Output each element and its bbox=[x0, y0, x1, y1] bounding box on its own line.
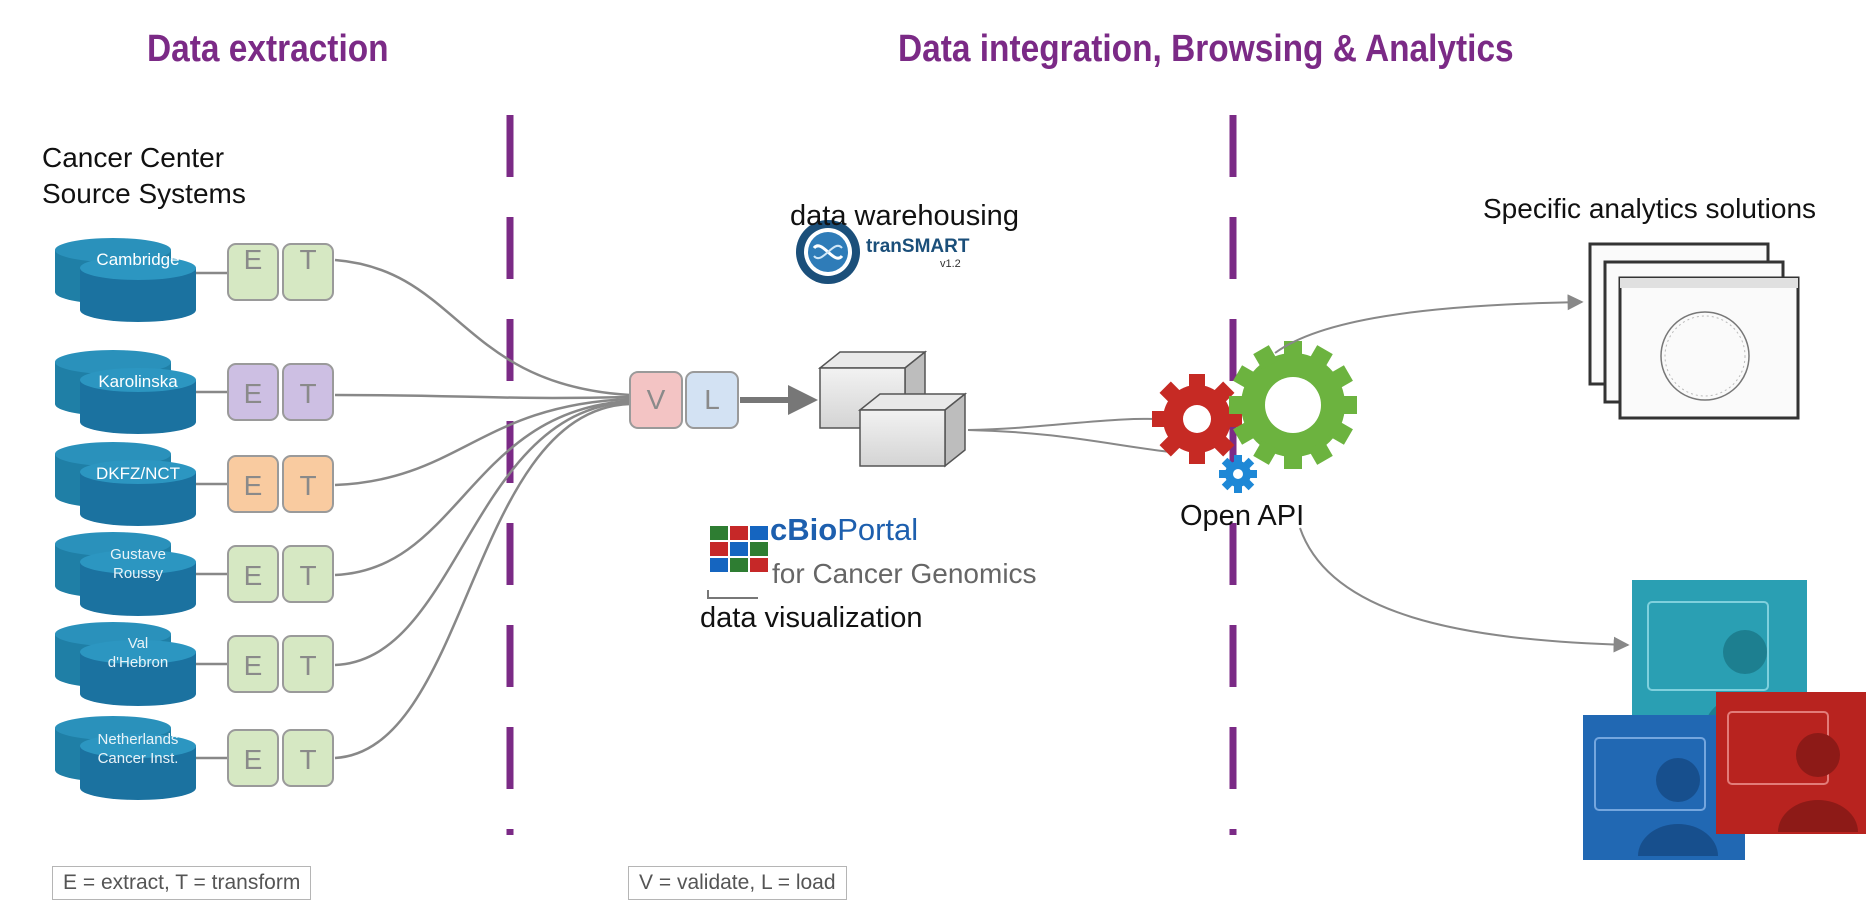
transform-box bbox=[282, 635, 334, 693]
transmart-version: v1.2 bbox=[940, 258, 961, 270]
source-connectors bbox=[334, 258, 631, 760]
source-row-4 bbox=[55, 622, 334, 706]
transform-letter: T bbox=[299, 244, 317, 275]
warehouse-to-api-line bbox=[967, 417, 1181, 431]
validate-letter: V bbox=[646, 384, 666, 415]
extract-letter: E bbox=[243, 470, 263, 501]
transmart-logo bbox=[796, 220, 860, 284]
extract-box bbox=[227, 729, 279, 787]
source-row-0 bbox=[55, 238, 334, 322]
transform-letter: T bbox=[299, 378, 317, 409]
database-icon bbox=[55, 532, 196, 616]
extract-letter: E bbox=[243, 650, 263, 681]
transform-box bbox=[282, 545, 334, 603]
source-title-line2: Source Systems bbox=[42, 178, 246, 209]
transform-box bbox=[282, 363, 334, 421]
transform-box bbox=[282, 243, 334, 301]
source-systems-title: Cancer Center Source Systems bbox=[42, 140, 246, 212]
api-to-analytics-arrow bbox=[1274, 294, 1584, 354]
legend-extract-transform: E = extract, T = transform bbox=[52, 866, 312, 900]
extract-letter: E bbox=[243, 244, 263, 275]
extract-box bbox=[227, 545, 279, 603]
database-icon bbox=[55, 238, 196, 322]
source-label-dkfz: DKFZ/NCT bbox=[95, 464, 181, 483]
extract-letter: E bbox=[243, 560, 263, 591]
extract-box bbox=[227, 363, 279, 421]
warehouse-to-api-line-2 bbox=[967, 429, 1171, 453]
source-row-1 bbox=[55, 350, 334, 434]
source-label-netherlands: Netherlands Cancer Inst. bbox=[97, 731, 179, 767]
user-screens-icon bbox=[1583, 580, 1866, 860]
transform-letter: T bbox=[299, 744, 317, 775]
extract-box bbox=[227, 455, 279, 513]
visualization-label: data visualization bbox=[700, 602, 923, 634]
database-icon bbox=[55, 350, 196, 434]
database-icon bbox=[55, 442, 196, 526]
database-icon bbox=[55, 622, 196, 706]
source-row-5 bbox=[55, 716, 334, 800]
database-icon bbox=[55, 716, 196, 800]
source-row-3 bbox=[55, 532, 334, 616]
analytics-windows-icon bbox=[1588, 242, 1800, 420]
transform-box bbox=[282, 455, 334, 513]
gear-red-icon bbox=[1152, 374, 1242, 464]
legend-validate-load: V = validate, L = load bbox=[628, 866, 847, 900]
transform-letter: T bbox=[299, 470, 317, 501]
warehouse-cubes bbox=[817, 350, 968, 468]
load-letter: L bbox=[704, 384, 720, 415]
gear-green-icon bbox=[1229, 341, 1357, 469]
open-api-label: Open API bbox=[1180, 500, 1305, 532]
analytics-label: Specific analytics solutions bbox=[1483, 193, 1817, 224]
source-row-2 bbox=[55, 442, 334, 526]
warehousing-label: data warehousing bbox=[790, 200, 1019, 232]
source-title-line1: Cancer Center bbox=[42, 142, 225, 173]
extract-letter: E bbox=[243, 744, 263, 775]
transform-box bbox=[282, 729, 334, 787]
load-box bbox=[685, 371, 739, 429]
source-label-karolinska: Karolinska bbox=[98, 372, 178, 391]
api-to-users-arrow bbox=[1299, 527, 1630, 653]
source-label-gustave: Gustave Roussy bbox=[110, 546, 166, 582]
source-label-valdhebron: Val d'Hebron bbox=[107, 635, 169, 671]
cbioportal-name: cBioPortal bbox=[770, 512, 919, 547]
extract-box bbox=[227, 635, 279, 693]
validate-box bbox=[629, 371, 683, 429]
gear-blue-icon bbox=[1219, 455, 1257, 493]
transform-letter: T bbox=[299, 650, 317, 681]
transform-letter: T bbox=[299, 560, 317, 591]
cbioportal-subtitle: for Cancer Genomics bbox=[772, 558, 1037, 589]
integration-header: Data integration, Browsing & Analytics bbox=[898, 28, 1514, 70]
extract-box bbox=[227, 243, 279, 301]
extract-letter: E bbox=[243, 378, 263, 409]
source-label-cambridge: Cambridge bbox=[96, 250, 180, 269]
extraction-header: Data extraction bbox=[147, 28, 389, 70]
cbioportal-logo-icon bbox=[707, 526, 768, 599]
transmart-name: tranSMART bbox=[866, 236, 970, 257]
